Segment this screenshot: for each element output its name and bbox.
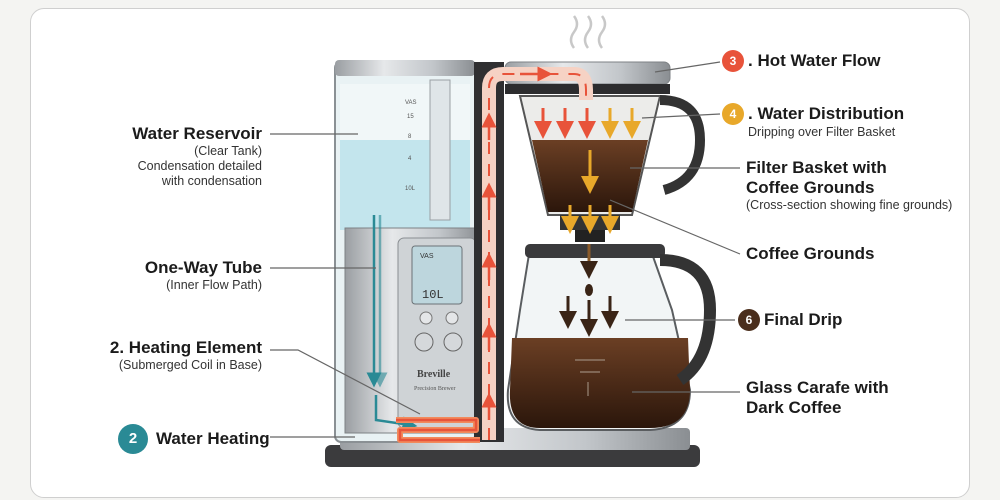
model-name: Precision Brewer: [414, 386, 456, 392]
water-distribution-drips: [534, 108, 641, 234]
step-badge-final-drip: 6: [738, 309, 760, 331]
heating-element-title: 2. Heating Element: [109, 338, 262, 357]
tank-mark: 15: [407, 114, 414, 120]
tank-mark: 4: [408, 156, 412, 162]
steam-icon: [569, 15, 607, 49]
tube-title: One-Way Tube: [144, 258, 262, 277]
step-badge-hot-water: 3: [722, 50, 744, 72]
final-drip-arrows: [559, 244, 619, 337]
tank-mark: 10L: [405, 186, 416, 192]
heating-element-sub: (Submerged Coil in Base): [118, 358, 262, 372]
label-coffee-grounds: Coffee Grounds: [746, 244, 874, 264]
hot-water-flow-title: . Hot Water Flow: [748, 51, 881, 70]
tank-mark: 8: [408, 134, 412, 140]
label-filter-basket: Filter Basket with Coffee Grounds (Cross…: [746, 158, 952, 213]
water-distribution-title: . Water Distribution: [748, 104, 905, 123]
cold-water-flow: [366, 215, 418, 432]
label-water-reservoir: Water Reservoir (Clear Tank) Condensatio…: [132, 124, 262, 189]
final-drip-title: Final Drip: [764, 310, 843, 329]
hot-water-tube: [481, 66, 593, 440]
reservoir-sub: (Clear Tank): [194, 144, 262, 158]
leader-lines: [270, 61, 741, 438]
step-badge-water-heating: 2: [118, 424, 148, 454]
display-readout: 10L: [422, 288, 444, 302]
step-badge-distribution: 4: [722, 103, 744, 125]
carafe-title-1: Glass Carafe with: [746, 378, 889, 397]
brand-logo: Breville: [417, 369, 451, 380]
carafe-title-2: Dark Coffee: [746, 398, 842, 417]
label-hot-water-flow: 3 . Hot Water Flow: [722, 50, 881, 72]
water-heating-title: Water Heating: [156, 429, 270, 448]
tube-sub: (Inner Flow Path): [166, 278, 262, 292]
coffee-grounds-title: Coffee Grounds: [746, 244, 875, 263]
heating-element-coil: [396, 417, 480, 443]
reservoir-note-1: Condensation detailed: [137, 159, 262, 173]
label-final-drip: 6 Final Drip: [738, 309, 842, 331]
label-one-way-tube: One-Way Tube (Inner Flow Path): [145, 258, 262, 293]
display-top: VAS: [420, 253, 434, 260]
reservoir-title: Water Reservoir: [132, 124, 262, 143]
filter-basket-title-2: Coffee Grounds: [746, 178, 875, 197]
reservoir-note-2: with condensation: [161, 174, 262, 188]
machine-body: VAS 10L Breville Precision Brewer: [344, 227, 481, 434]
label-water-distribution: 4 . Water Distribution Dripping over Fil…: [722, 103, 904, 140]
label-heating-element: 2. Heating Element (Submerged Coil in Ba…: [110, 338, 262, 373]
water-distribution-sub: Dripping over Filter Basket: [748, 125, 896, 139]
glass-carafe: [506, 244, 717, 431]
tank-mark: VAS: [405, 100, 417, 106]
filter-basket-sub: (Cross-section showing fine grounds): [746, 198, 953, 212]
label-glass-carafe: Glass Carafe with Dark Coffee: [746, 378, 889, 418]
label-water-heating: 2 Water Heating: [118, 424, 270, 454]
filter-basket-title-1: Filter Basket with: [746, 158, 887, 177]
